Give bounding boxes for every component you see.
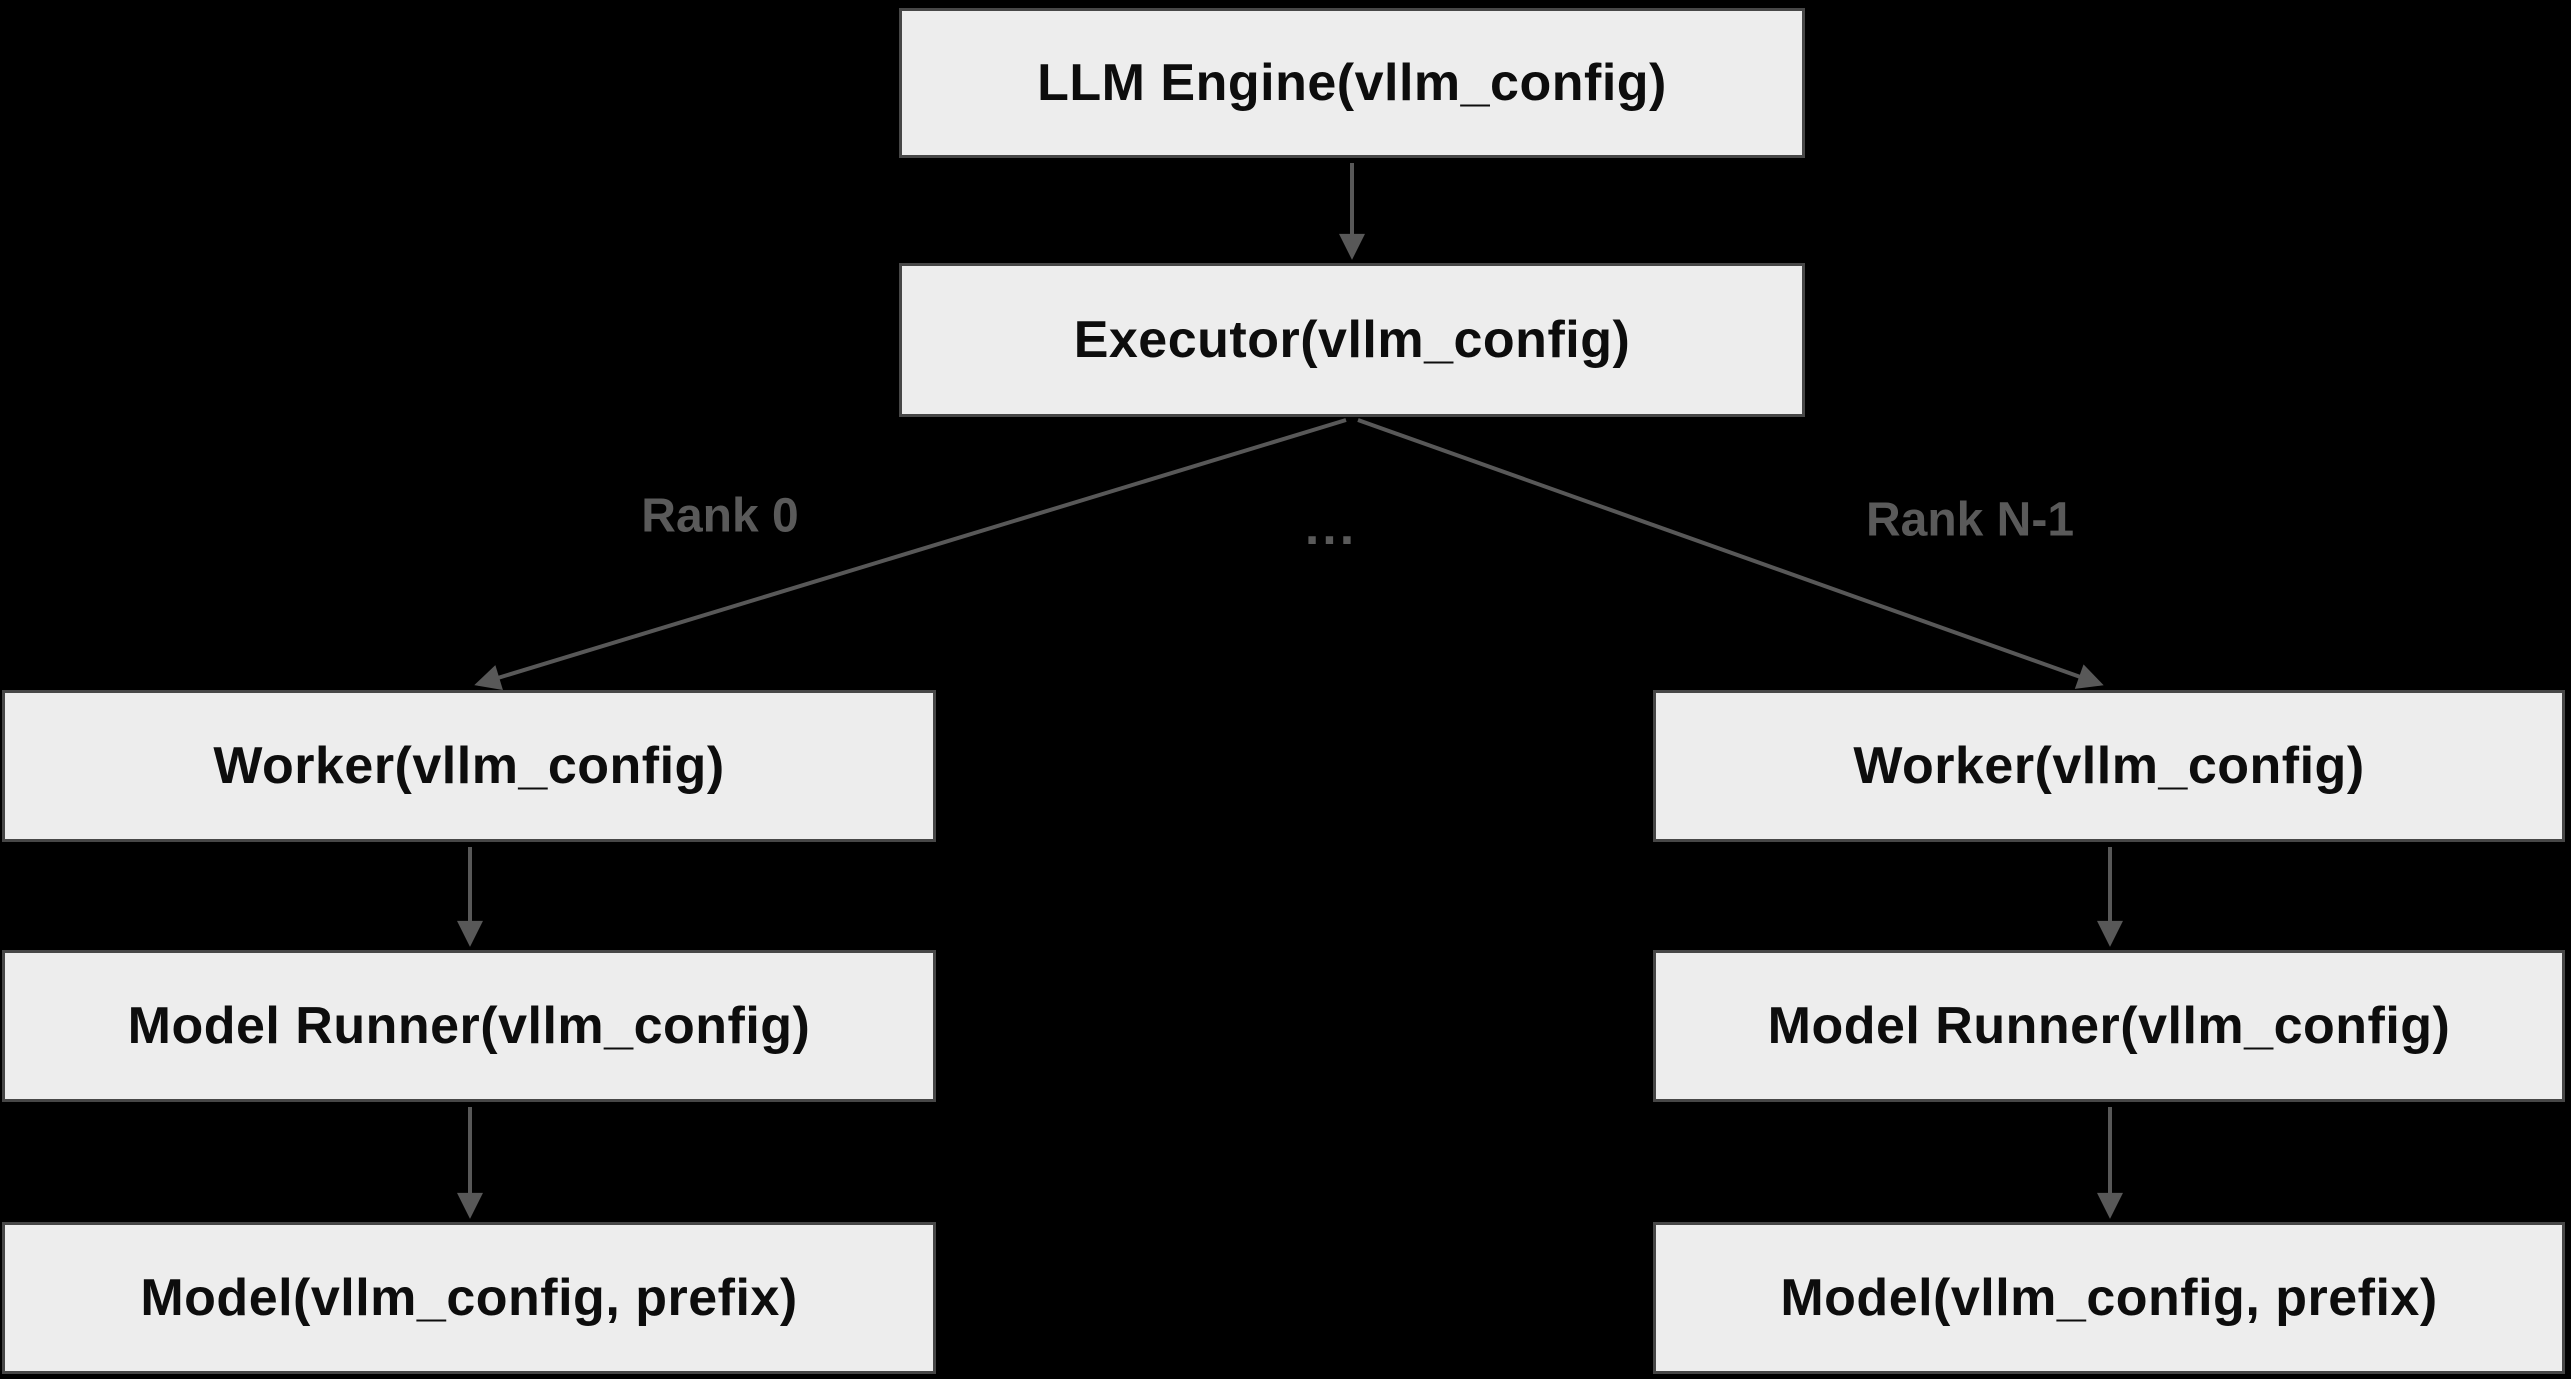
edge-label-rank-0: Rank 0 — [641, 489, 799, 543]
node-model-runner-rankn: Model Runner(vllm_config) — [1653, 950, 2565, 1102]
node-executor: Executor(vllm_config) — [899, 263, 1805, 417]
edge-label-rank-n-1: Rank N-1 — [1865, 493, 2075, 547]
arrow-executor-to-worker-rank0 — [474, 418, 1347, 691]
node-llm-engine: LLM Engine(vllm_config) — [899, 8, 1805, 158]
node-model-rank0: Model(vllm_config, prefix) — [2, 1222, 936, 1374]
node-model-runner-rank0: Model Runner(vllm_config) — [2, 950, 936, 1102]
node-model-rankn: Model(vllm_config, prefix) — [1653, 1222, 2565, 1374]
arrow-executor-to-worker-rankn — [1357, 418, 2104, 689]
edge-label-ellipsis: ... — [1304, 498, 1358, 556]
node-worker-rank0: Worker(vllm_config) — [2, 690, 936, 842]
node-worker-rankn: Worker(vllm_config) — [1653, 690, 2565, 842]
